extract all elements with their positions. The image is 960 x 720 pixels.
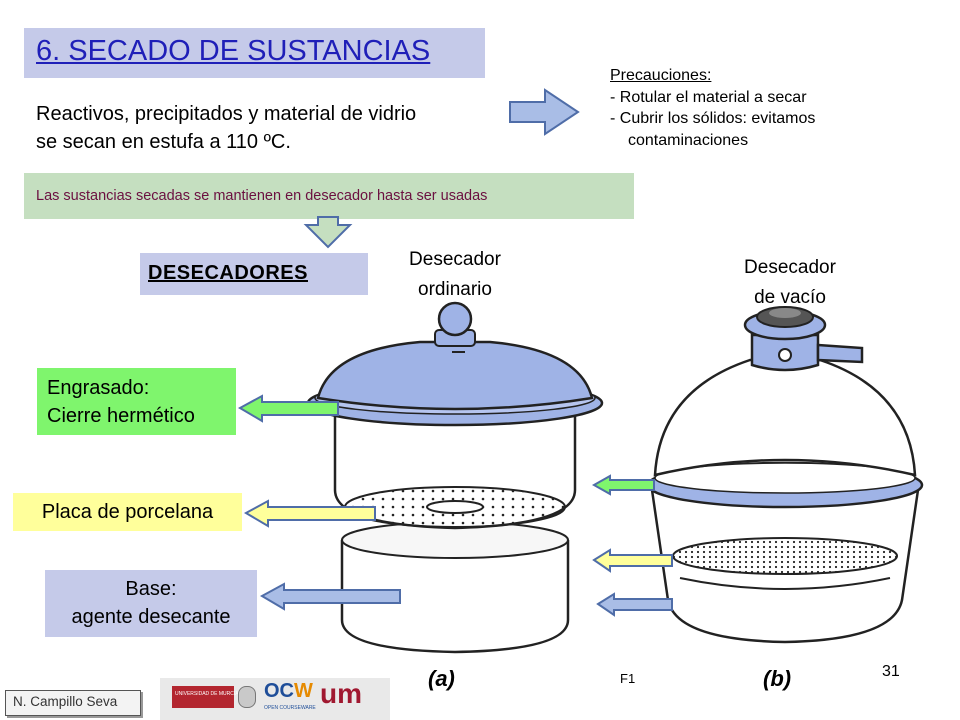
um-logo: um: [320, 678, 362, 709]
caption-ordinary: Desecador ordinario: [385, 245, 525, 305]
desiccator-base: [340, 540, 570, 654]
base-label: Base: agente desecante: [45, 575, 257, 631]
arrow-grease-icon: [237, 394, 339, 423]
author-box: [5, 690, 141, 716]
grease-label-box: [37, 368, 236, 435]
ocw-logo-text: OPEN COURSEWARE: [264, 705, 316, 711]
arrow-vacuum-flange-icon: [591, 474, 655, 496]
section-title: DESECADORES: [148, 262, 308, 284]
base-label-line-2: agente desecante: [71, 606, 231, 628]
figure-a-label: (a): [428, 666, 455, 691]
figure-ref: F1: [620, 671, 636, 686]
desiccator-lid: [316, 340, 594, 411]
ocw-logo: OCW: [264, 680, 313, 702]
plate-label: Placa de porcelana: [41, 501, 214, 523]
caption-vacuum-line-2: de vacío: [754, 287, 826, 308]
vacuum-desiccator: [646, 306, 924, 644]
precaution-item-3: contaminaciones: [628, 131, 749, 149]
base-label-line-1: Base:: [125, 578, 177, 600]
title-box: [24, 28, 485, 78]
base-label-box: [45, 570, 257, 637]
precaution-item-2: - Cubrir los sólidos: evitamos: [610, 110, 816, 127]
banner-text: Las sustancias secadas se mantienen en d…: [36, 188, 488, 204]
intro-text: Reactivos, precipitados y material de vi…: [36, 100, 506, 156]
grease-label-line-2: Cierre hermético: [47, 405, 195, 427]
university-logo: UNIVERSIDAD DE MURCIA: [172, 686, 239, 708]
plate-label-box: [13, 493, 242, 531]
caption-ordinary-line-1: Desecador: [409, 249, 501, 270]
grease-label-line-1: Engrasado:: [47, 377, 150, 399]
footer-logos: UNIVERSIDAD DE MURCIA OCW OPEN COURSEWAR…: [160, 678, 390, 720]
precaution-item-1: - Rotular el material a secar: [610, 88, 807, 106]
vacuum-plate: [672, 537, 898, 575]
section-title-box: [140, 253, 368, 295]
caption-vacuum: Desecador de vacío: [720, 253, 860, 313]
arrow-down-icon: [303, 216, 353, 249]
intro-line-2: se secan en estufa a 110 ºC.: [36, 131, 291, 153]
author-name: N. Campillo Seva: [13, 694, 118, 709]
precautions-heading: Precauciones:: [610, 67, 712, 84]
crest-icon: [238, 686, 256, 708]
caption-ordinary-line-2: ordinario: [418, 279, 492, 300]
arrow-vacuum-base-icon: [596, 592, 673, 617]
arrow-right-icon: [509, 88, 580, 136]
arrow-plate-icon: [243, 499, 376, 528]
grease-label: Engrasado: Cierre hermético: [47, 374, 195, 430]
ordinary-desiccator: [306, 301, 604, 654]
page-title: 6. SECADO DE SUSTANCIAS: [36, 35, 431, 67]
figure-b-label: (b): [763, 666, 792, 691]
page-number: 31: [882, 663, 900, 680]
intro-line-1: Reactivos, precipitados y material de vi…: [36, 103, 417, 125]
banner-box: [24, 173, 634, 219]
arrow-base-icon: [259, 582, 401, 611]
arrow-vacuum-plate-icon: [592, 548, 673, 573]
university-logo-text: UNIVERSIDAD DE MURCIA: [175, 691, 239, 697]
precautions: Precauciones: - Rotular el material a se…: [610, 65, 815, 151]
caption-vacuum-line-1: Desecador: [744, 257, 836, 278]
